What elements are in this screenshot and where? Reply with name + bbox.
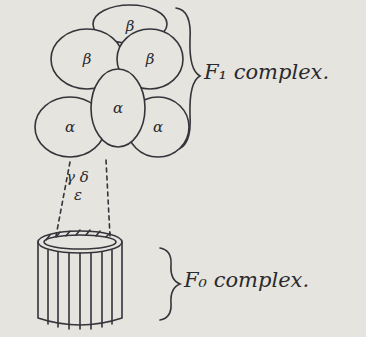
subunit-label: α bbox=[153, 118, 163, 136]
subunit-text-box: α bbox=[90, 68, 146, 148]
alpha-subunit: α bbox=[90, 68, 146, 148]
subunit-label: α bbox=[65, 118, 75, 136]
fo-cylinder bbox=[38, 230, 122, 329]
bracket bbox=[160, 248, 180, 320]
subunit-label: α bbox=[113, 99, 123, 117]
subunit-label: β bbox=[83, 50, 92, 68]
fo-complex-label: F₀ complex. bbox=[184, 268, 309, 292]
fi-complex-label: F₁ complex. bbox=[204, 60, 329, 84]
gamma-delta-label: γ δ bbox=[66, 168, 89, 186]
stalk-line bbox=[106, 160, 110, 236]
subunit-label: β bbox=[146, 50, 155, 68]
epsilon-label: ε bbox=[74, 186, 82, 204]
